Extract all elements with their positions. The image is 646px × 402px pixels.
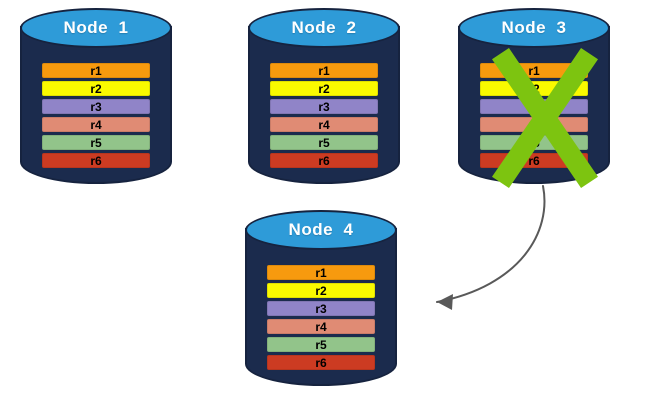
replication-arrow-head	[437, 294, 453, 310]
node-title: Node 2	[291, 18, 357, 37]
node-node1[interactable]: r1 r2 r3 r4 r5 r6 Node 1	[20, 8, 172, 194]
record-row[interactable]: r1	[480, 63, 588, 78]
record-row[interactable]: r5	[42, 135, 150, 150]
record-row[interactable]: r1	[42, 63, 150, 78]
record-row[interactable]: r6	[42, 153, 150, 168]
record-row[interactable]: r4	[267, 319, 375, 334]
node-node3[interactable]: r1 r2 r3 r4 r5 r6 Node 3	[458, 8, 610, 194]
record-row[interactable]: r4	[270, 117, 378, 132]
record-row[interactable]: r6	[480, 153, 588, 168]
record-row[interactable]: r4	[480, 117, 588, 132]
record-row[interactable]: r3	[42, 99, 150, 114]
record-row[interactable]: r5	[267, 337, 375, 352]
record-row[interactable]: r2	[480, 81, 588, 96]
record-list: r1 r2 r3 r4 r5 r6	[245, 265, 397, 370]
node-node4[interactable]: r1 r2 r3 r4 r5 r6 Node 4	[245, 210, 397, 396]
record-row[interactable]: r1	[267, 265, 375, 280]
record-row[interactable]: r5	[270, 135, 378, 150]
record-row[interactable]: r2	[267, 283, 375, 298]
replication-arrow-path	[436, 185, 546, 303]
record-row[interactable]: r1	[270, 63, 378, 78]
node-node2[interactable]: r1 r2 r3 r4 r5 r6 Node 2	[248, 8, 400, 194]
record-row[interactable]: r6	[270, 153, 378, 168]
cylinder-top	[245, 210, 397, 250]
record-row[interactable]: r3	[270, 99, 378, 114]
node-title: Node 4	[288, 220, 354, 239]
record-list: r1 r2 r3 r4 r5 r6	[248, 63, 400, 168]
record-list: r1 r2 r3 r4 r5 r6	[20, 63, 172, 168]
cylinder-top	[458, 8, 610, 48]
node-title: Node 3	[501, 18, 567, 37]
record-row[interactable]: r3	[267, 301, 375, 316]
record-list: r1 r2 r3 r4 r5 r6	[458, 63, 610, 168]
cylinder-top	[248, 8, 400, 48]
record-row[interactable]: r3	[480, 99, 588, 114]
cylinder-top	[20, 8, 172, 48]
record-row[interactable]: r2	[42, 81, 150, 96]
node-title: Node 1	[63, 18, 129, 37]
record-row[interactable]: r6	[267, 355, 375, 370]
record-row[interactable]: r4	[42, 117, 150, 132]
record-row[interactable]: r5	[480, 135, 588, 150]
record-row[interactable]: r2	[270, 81, 378, 96]
